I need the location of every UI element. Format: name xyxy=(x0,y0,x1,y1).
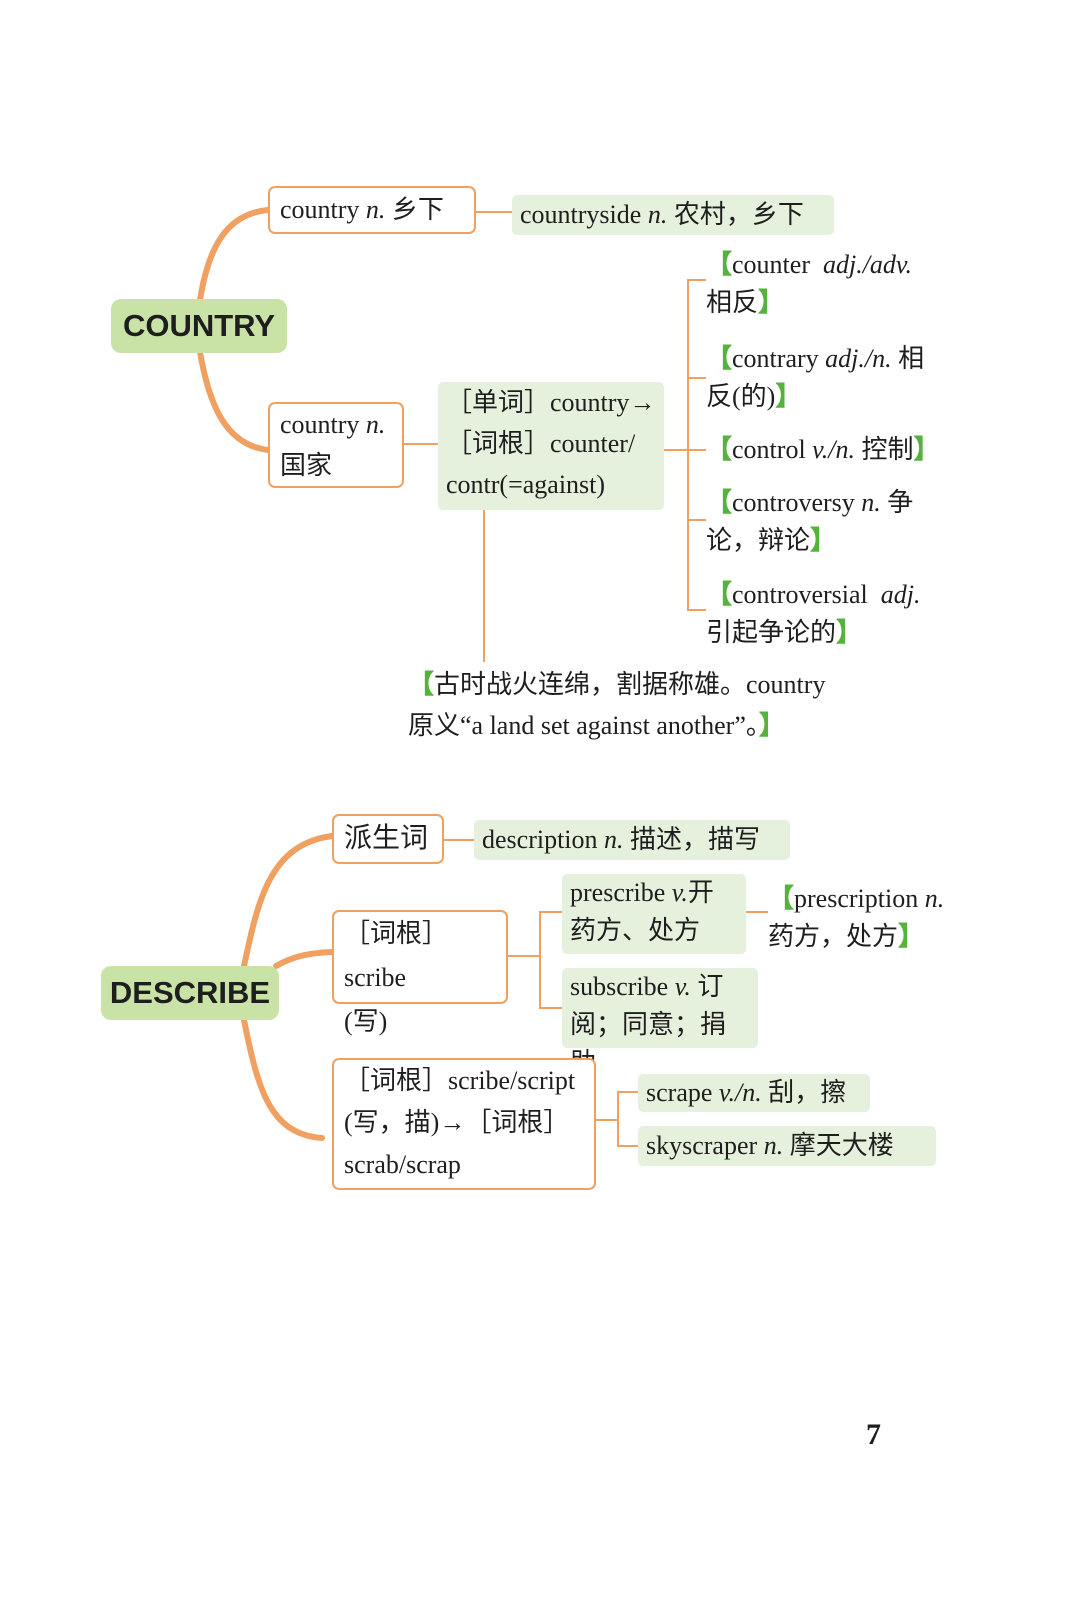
prescription-note: 【prescription n. 药方，处方】 xyxy=(768,884,945,951)
describe-root: DESCRIBE xyxy=(101,966,279,1020)
page-number: 7 xyxy=(866,1418,881,1451)
derived-controversy: 【controversy n. 争论，辩论】 xyxy=(706,488,914,555)
skyscraper-box: skyscraper n. 摩天大楼 xyxy=(638,1126,936,1166)
country-root-label: COUNTRY xyxy=(122,308,276,343)
scribe-script-root-box: ［词根］scribe/script (写，描)→［词根］ scrab/scrap xyxy=(332,1058,596,1190)
country-curve-lower xyxy=(197,349,271,453)
country-root: COUNTRY xyxy=(111,299,287,353)
country-nation-box: country n. 国家 xyxy=(268,402,404,488)
derived-counter: 【counter adj./adv. 相反】 xyxy=(706,250,913,317)
scribe-root-box: ［词根］scribe (写) xyxy=(332,910,508,1036)
derived-control: 【control v./n. 控制】 xyxy=(706,435,940,464)
countryside-box: countryside n. 农村，乡下 xyxy=(512,195,834,235)
country-origin-note: 【古时战火连绵，割据称雄。country 原义“a land set again… xyxy=(408,670,826,740)
describe-root-label: DESCRIBE xyxy=(109,975,271,1010)
derived-contrary: 【contrary adj./n. 相反(的)】 xyxy=(706,344,925,411)
description-box: description n. 描述，描写 xyxy=(474,820,790,860)
scrape-box: scrape v./n. 刮，擦 xyxy=(638,1074,870,1112)
subscribe-box: subscribe v. 订 阅；同意；捐助 xyxy=(562,968,758,1077)
describe-curve-upper xyxy=(241,833,335,969)
country-etymology-box: ［单词］country→ ［词根］counter/ contr(=against… xyxy=(438,382,664,510)
derived-controversial: 【controversial adj. 引起争论的】 xyxy=(706,580,921,647)
describe-curve-middle xyxy=(273,949,335,969)
prescribe-box: prescribe v.开 药方、处方 xyxy=(562,874,746,954)
derivative-label-box: 派生词 xyxy=(332,814,444,864)
describe-curve-lower xyxy=(241,1017,325,1141)
country-rural-box: country n. 乡下 xyxy=(268,186,476,234)
country-curve-upper xyxy=(197,207,271,303)
